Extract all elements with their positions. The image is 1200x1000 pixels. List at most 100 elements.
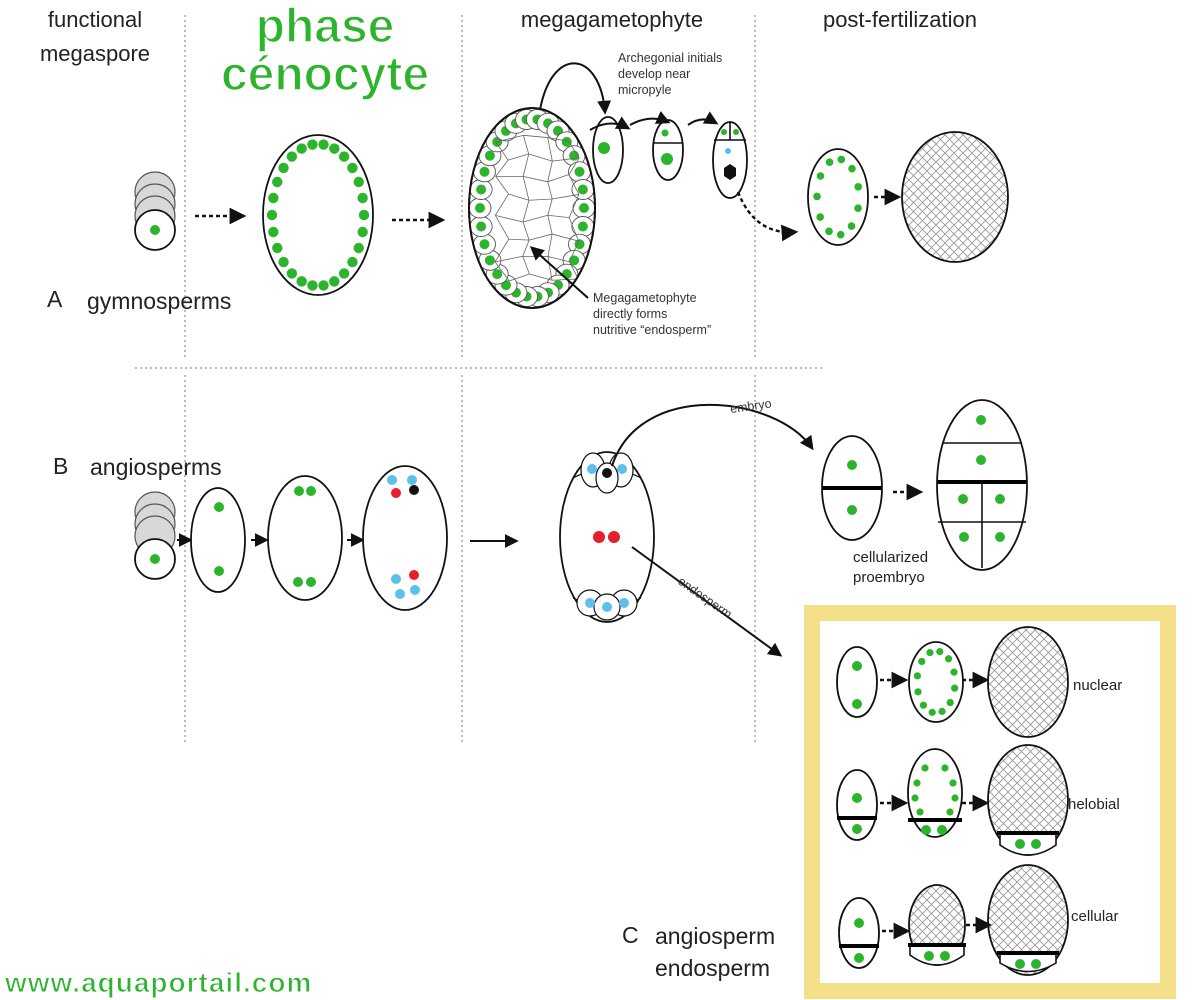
four-nucleate-b [267, 475, 343, 601]
nucleus-dot [338, 268, 350, 279]
nucleus-dot [272, 242, 283, 254]
nucleus-dot [848, 164, 856, 173]
nucleus-dot [944, 655, 953, 663]
label-c-line1: angiosperm [655, 923, 775, 949]
nucleus-dot [946, 698, 954, 707]
embryo-sac-b [559, 451, 655, 623]
nucleus-dot [357, 226, 368, 238]
nucleus-dot [951, 794, 959, 802]
nucleus-dot [338, 151, 350, 162]
nucleus-dot [825, 227, 833, 236]
note-megagametophyte-1: Megagametophyte [593, 291, 697, 305]
archegonium-3 [712, 121, 748, 199]
nucleus-dot [574, 166, 585, 177]
label-angiosperms: angiosperms [90, 454, 222, 480]
megaspore-stack-b [134, 491, 176, 580]
nucleus-dot [918, 657, 926, 666]
label-nuclear: nuclear [1073, 677, 1122, 694]
nucleus-dot [941, 764, 949, 772]
nucleus-dot [825, 158, 834, 167]
eight-nucleate-b [362, 465, 448, 611]
nucleus-dot [921, 764, 929, 772]
nucleus-dot [919, 701, 928, 709]
cellular-row: cellular [838, 864, 1119, 976]
nucleus-dot [479, 239, 490, 250]
nucleus-dot [813, 192, 821, 201]
watermark: www.aquaportail.com [4, 967, 312, 998]
grid-lines [135, 15, 825, 742]
nucleus-dot [949, 779, 957, 787]
nucleus-dot [837, 155, 846, 164]
label-proembryo-2: proembryo [853, 569, 925, 586]
nucleus-dot [272, 176, 283, 188]
nucleus-dot [946, 808, 954, 816]
header-functional-1: functional [48, 7, 142, 32]
nucleus-dot [358, 209, 370, 221]
arrow-endosperm [631, 546, 783, 657]
archegonium-1 [592, 116, 624, 184]
nucleus-dot [475, 203, 485, 213]
nucleus-dot [476, 184, 487, 195]
section-a: Archegonial initials develop near microp… [47, 51, 1009, 337]
nucleus-dot [561, 136, 572, 147]
label-embryo: embryo [729, 396, 772, 416]
archegonium-2 [652, 119, 684, 181]
nucleus-dot [278, 256, 289, 268]
nucleus-dot [854, 204, 862, 213]
nucleus-dot [579, 203, 589, 213]
label-helobial: helobial [1068, 796, 1120, 813]
zygote-b [821, 435, 883, 541]
arrow-arch-1 [589, 116, 631, 131]
nucleus-dot [329, 143, 340, 154]
nucleus-dot [951, 684, 959, 692]
cenocyte-a [262, 134, 374, 296]
label-endosperm: endosperm [675, 574, 734, 621]
arrow-archegonial [539, 62, 612, 115]
nucleus-dot [492, 269, 503, 280]
nucleus-dot [574, 239, 585, 250]
nucleus-dot [296, 143, 307, 154]
nucleus-dot [913, 672, 921, 680]
cell-wall-network [494, 134, 580, 282]
nucleus-dot [476, 221, 487, 232]
nucleus-dot [296, 276, 307, 287]
label-proembryo-1: cellularized [853, 549, 928, 566]
nucleus-dot [307, 139, 318, 150]
nucleus-dot [484, 255, 495, 266]
note-megagametophyte-3: nutritive “endosperm” [593, 323, 711, 337]
proembryo-b [936, 399, 1028, 571]
nucleus-dot [950, 668, 958, 676]
header-phase-2: cénocyte [221, 48, 429, 101]
nucleus-dot [353, 242, 364, 254]
megagametophyte-a [468, 107, 596, 309]
arrow-arch-2 [629, 111, 671, 126]
nucleus-dot [484, 150, 495, 161]
arrow-arch-3 [687, 111, 719, 126]
nucleus-dot [347, 256, 358, 268]
letter-c: C [622, 922, 639, 948]
endosperm-hatched-a [901, 131, 1009, 263]
nucleus-dot [329, 276, 340, 287]
header-functional-2: megaspore [40, 41, 150, 66]
letter-a: A [47, 286, 63, 312]
header-megagametophyte: megagametophyte [521, 7, 703, 32]
nucleus-dot [816, 213, 824, 221]
section-c-panel: nuclear helobial [804, 605, 1176, 999]
note-megagametophyte-2: directly forms [593, 307, 667, 321]
nucleus-dot [914, 688, 922, 696]
nucleus-dot [266, 209, 278, 221]
header-post-fertilization: post-fertilization [823, 7, 977, 32]
arrow-to-post-a [736, 191, 799, 242]
nucleus-dot [816, 172, 825, 180]
nucleus-dot [916, 808, 924, 816]
nucleus-dot [577, 184, 588, 195]
nucleus-dot [847, 222, 856, 230]
note-archegonial-3: micropyle [618, 83, 672, 97]
label-c-line2: endosperm [655, 955, 770, 981]
post-fertilization-a [807, 148, 869, 246]
arrow-endosperm-note [529, 246, 589, 299]
nucleus-dot [938, 707, 946, 715]
nucleus-dot [836, 230, 845, 239]
two-nucleate-b [190, 487, 246, 593]
header-phase-1: phase [256, 0, 395, 53]
